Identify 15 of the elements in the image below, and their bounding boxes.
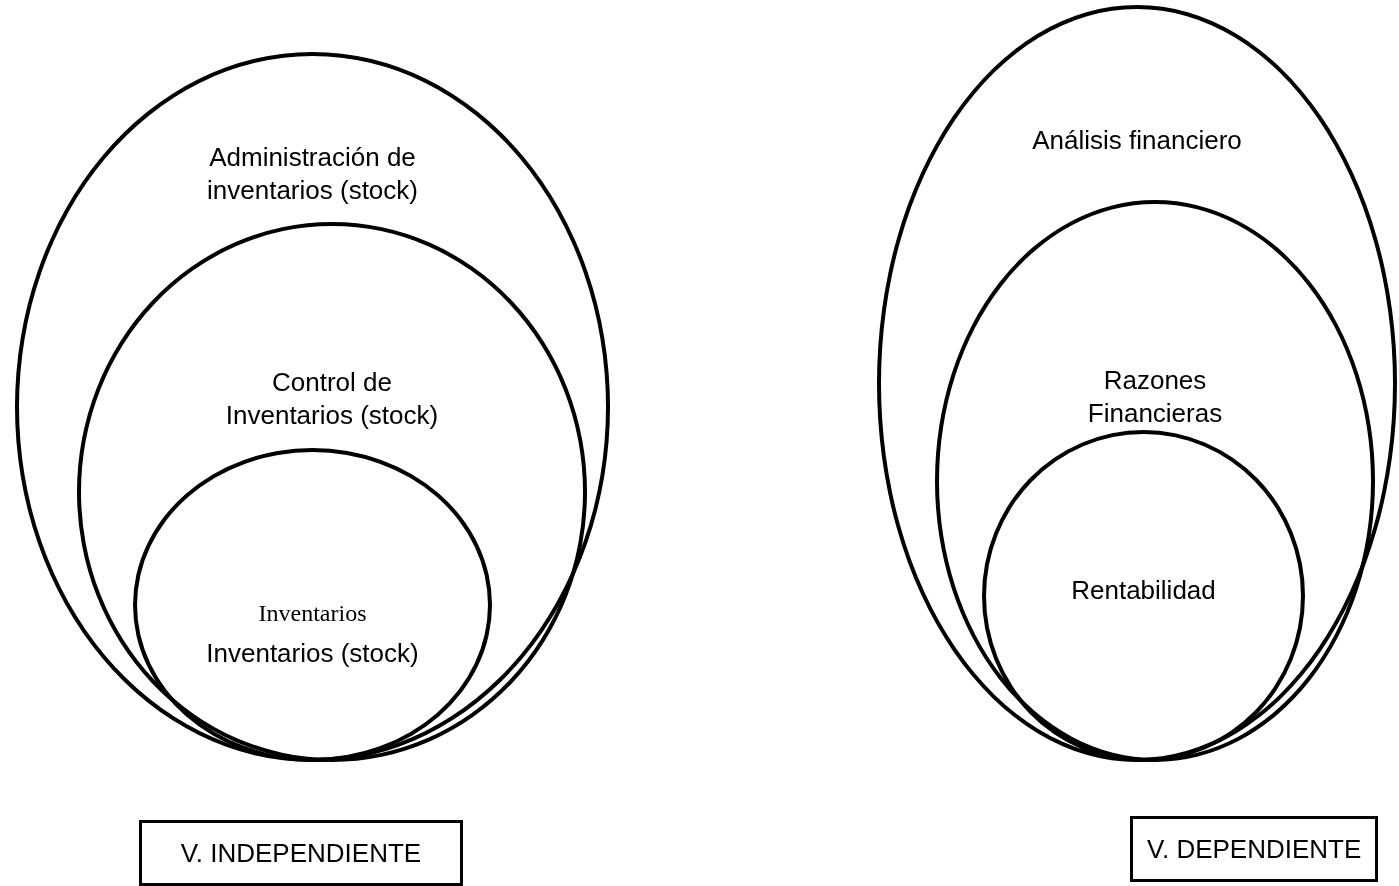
variable-box: V. DEPENDIENTE [1130, 816, 1379, 882]
concept-label: Administración de inventarios (stock) [206, 141, 419, 207]
concept-label: Razones Financieras [1086, 364, 1224, 430]
concept-ellipse [982, 430, 1305, 762]
variable-box: V. INDEPENDIENTE [139, 820, 463, 886]
concept-label: Rentabilidad [1070, 574, 1217, 607]
concept-ellipse [133, 448, 492, 762]
concept-ellipse [935, 200, 1375, 762]
concept-label: Análisis financiero [1031, 124, 1243, 157]
concept-ellipse [877, 5, 1397, 762]
concept-label: Inventarios [257, 599, 368, 628]
concept-ellipse [77, 222, 587, 762]
concept-label: Control de Inventarios (stock) [224, 366, 440, 432]
concept-label: Inventarios (stock) [205, 637, 420, 670]
concept-ellipse [15, 52, 610, 762]
